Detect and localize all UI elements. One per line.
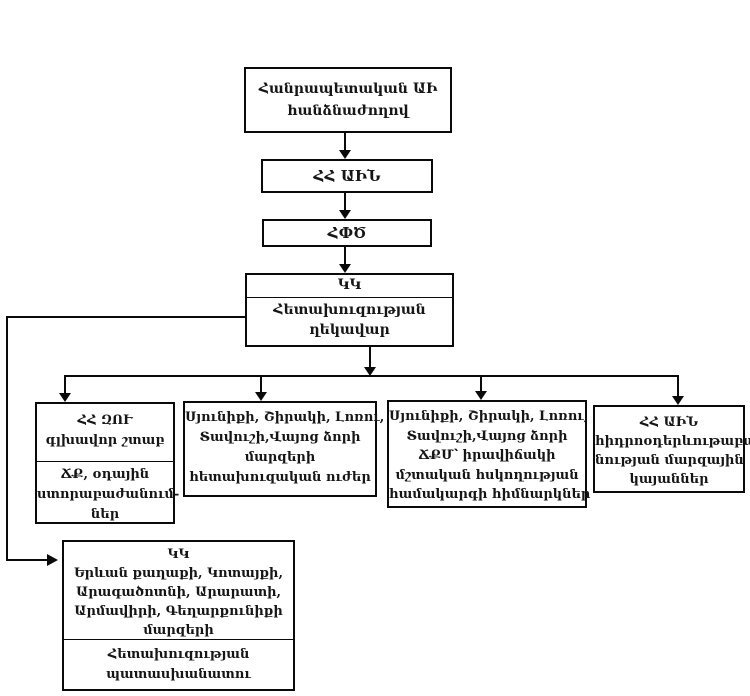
box-text-line: ՀՀ ԱԻՆ (313, 167, 381, 185)
box-body-cell: ՃՔ, օդային ստորաբաժանում- ներ (37, 462, 180, 525)
box-armed-forces-general-staff: ՀՀ ԶՈՒ գլխավոր շտաբ ՃՔ, օդային ստորաբաժա… (35, 402, 180, 525)
box-hydromet-regional-stations: ՀՀ ԱԻՆ հիդրոօդերևութաբա- նության մարզայի… (593, 405, 750, 493)
box-text-line: ԿԿ (167, 547, 190, 562)
box-text-line: Տավուշի,Վայոց ձորի (406, 428, 568, 444)
box-text-line: կայաններ (629, 472, 709, 487)
box-text-line: ՀՓԾ (327, 224, 367, 242)
connector-kk-left-horizontal (6, 316, 246, 318)
box-text-line: հիդրոօդերևութաբա- (595, 434, 750, 449)
box-text-line: համակարգի հիմնարկներ (389, 487, 591, 502)
arrow-down-icon (339, 264, 351, 273)
box-text-line: Արագածոտնի, Արարատի, (75, 585, 282, 600)
box-text-line: ԿԿ (337, 277, 362, 293)
box-kk-regional-recon-responsible: ԿԿ Երևան քաղաքի, Կոտայքի, Արագածոտնի, Ար… (62, 540, 295, 691)
box-text-line: ստորաբաժանում- (37, 487, 180, 502)
arrow-down-icon (475, 391, 487, 400)
box-text-line: Հետախուզության (107, 647, 250, 662)
connector-kk-to-rail (369, 347, 371, 368)
arrow-down-icon (672, 396, 684, 405)
box-text-line: Սյունիքի, Շիրակի, Լոռու, (389, 409, 589, 424)
connector-to-kk-regional (6, 559, 48, 561)
box-regional-recon-forces: Սյունիքի, Շիրակի, Լոռու, Տավուշի,Վայոց ձ… (183, 401, 385, 497)
box-text-line: ներ (90, 507, 120, 522)
box-text-line: ՀՀ ԶՈՒ (77, 413, 133, 428)
box-text-line: պատասխանատու (106, 667, 251, 682)
box-text-line: Արմավիրի, Գեղարքունիքի (74, 604, 283, 619)
connector-rail-to-recon-forces (260, 376, 262, 393)
box-body-cell: Հետախուզության ղեկավար (247, 298, 452, 340)
arrow-right-icon (47, 554, 58, 566)
box-text-line: Տավուշի,Վայոց ձորի (199, 430, 361, 445)
connector-left-vertical (6, 317, 8, 561)
box-text-line: հետախուզական ուժեր (189, 470, 371, 485)
connector-rail-to-monitoring (480, 376, 482, 392)
box-text-line: նության մարզային (595, 453, 744, 468)
connector-rail-to-general-staff (64, 376, 66, 394)
box-body-cell: Հետախուզության պատասխանատու (64, 640, 293, 685)
box-text-line: գլխավոր շտաբ (45, 433, 165, 448)
distribution-rail (64, 375, 679, 377)
box-text-line: հանձնաժողով (287, 103, 409, 119)
connector-rescue-to-kk (344, 247, 346, 265)
box-ministry-emergency-situations: ՀՀ ԱԻՆ (261, 159, 433, 193)
connector-commission-to-ain (344, 133, 346, 151)
box-header-cell: ԿԿ Երևան քաղաքի, Կոտայքի, Արագածոտնի, Ար… (64, 542, 293, 640)
box-text-line: Սյունիքի, Շիրակի, Լոռու, (185, 410, 385, 425)
box-text-line: ՃՔՄ՝ իրավիճակի (418, 448, 556, 463)
arrow-down-icon (364, 367, 376, 376)
box-monitoring-system-institutions: Սյունիքի, Շիրակի, Լոռու, Տավուշի,Վայոց ձ… (387, 400, 591, 508)
connector-ain-to-rescue (344, 193, 346, 211)
box-text-line: Երևան քաղաքի, Կոտայքի, (74, 566, 283, 581)
box-text-line: մշտական հսկողության (395, 467, 579, 483)
box-republican-emergency-commission: Հանրապետական ԱԻ հանձնաժողով (244, 67, 452, 133)
box-header-cell: ՀՀ ԶՈՒ գլխավոր շտաբ (37, 404, 173, 462)
box-text-line: ղեկավար (309, 322, 390, 338)
arrow-down-icon (255, 392, 267, 401)
box-text-line: մարզերի (244, 450, 316, 465)
connector-rail-to-hydromet (677, 376, 679, 397)
box-text-line: մարզերի (143, 623, 214, 638)
arrow-down-icon (339, 210, 351, 219)
box-kk-recon-head: ԿԿ Հետախուզության ղեկավար (245, 273, 454, 347)
box-text-line: ՃՔ, օդային (60, 467, 150, 482)
box-text-line: Հանրապետական ԱԻ (258, 81, 438, 97)
arrow-down-icon (59, 393, 71, 402)
box-text-line: ՀՀ ԱԻՆ (639, 415, 699, 430)
box-header-cell: ԿԿ (247, 275, 452, 298)
box-rescue-service: ՀՓԾ (262, 219, 432, 247)
arrow-down-icon (339, 150, 351, 159)
box-text-line: Հետախուզության (273, 302, 426, 318)
